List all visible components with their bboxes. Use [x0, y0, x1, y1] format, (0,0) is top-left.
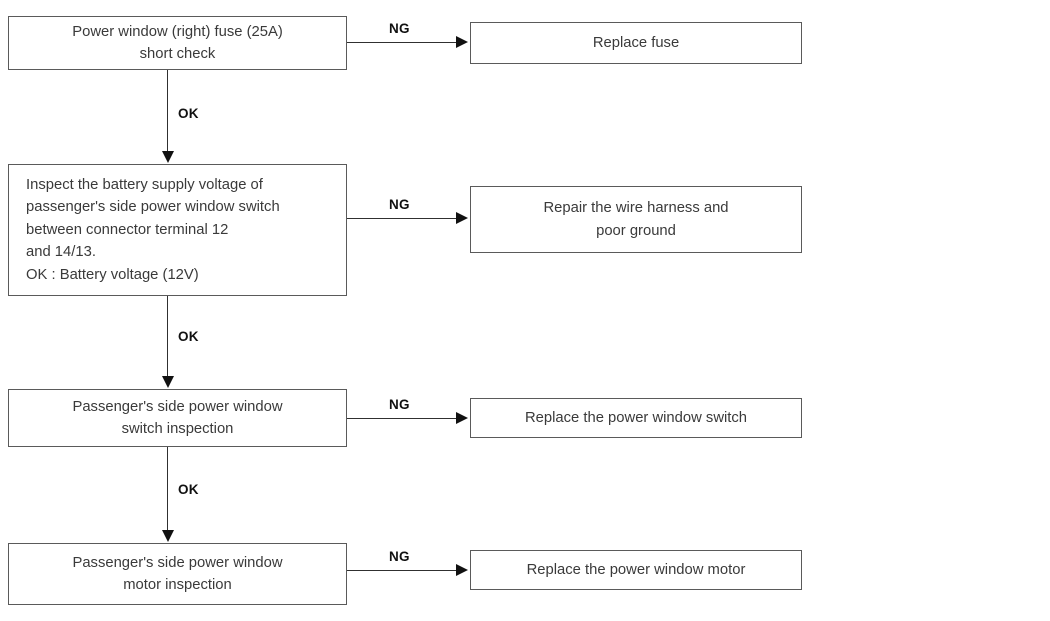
process-box-step-3-text: Passenger's side power window switch ins… [72, 398, 283, 437]
process-box-step-1[interactable]: Power window (right) fuse (25A) short ch… [8, 16, 347, 70]
result-box-step-4-text: Replace the power window motor [526, 561, 746, 578]
process-box-step-4[interactable]: Passenger's side power window motor insp… [8, 543, 347, 605]
connector-label-ng-2: NG [389, 197, 410, 212]
connector-arrow-ok-3 [162, 530, 174, 542]
connector-line-ng-1 [347, 42, 458, 44]
result-box-step-1-text: Replace fuse [592, 34, 680, 51]
connector-line-ng-2 [347, 218, 458, 220]
connector-line-ok-1 [167, 70, 169, 152]
result-box-step-3-text: Replace the power window switch [524, 409, 748, 426]
result-box-step-1[interactable]: Replace fuse [470, 22, 802, 64]
result-box-step-2[interactable]: Repair the wire harness and poor ground [470, 186, 802, 253]
result-box-step-2-text: Repair the wire harness and poor ground [543, 200, 729, 239]
connector-line-ng-4 [347, 570, 458, 572]
connector-line-ok-2 [167, 296, 169, 377]
connector-label-ng-1: NG [389, 21, 410, 36]
result-box-step-4[interactable]: Replace the power window motor [470, 550, 802, 590]
connector-label-ng-4: NG [389, 549, 410, 564]
connector-label-ng-3: NG [389, 397, 410, 412]
connector-arrow-ok-1 [162, 151, 174, 163]
connector-label-ok-3: OK [178, 482, 199, 497]
process-box-step-2[interactable]: Inspect the battery supply voltage of pa… [8, 164, 347, 296]
process-box-step-4-text: Passenger's side power window motor insp… [72, 554, 283, 593]
connector-arrow-ng-3 [456, 412, 468, 424]
connector-line-ng-3 [347, 418, 458, 420]
connector-arrow-ng-2 [456, 212, 468, 224]
connector-arrow-ng-4 [456, 564, 468, 576]
connector-label-ok-2: OK [178, 329, 199, 344]
result-box-step-3[interactable]: Replace the power window switch [470, 398, 802, 438]
connector-line-ok-3 [167, 447, 169, 531]
connector-label-ok-1: OK [178, 106, 199, 121]
process-box-step-3[interactable]: Passenger's side power window switch ins… [8, 389, 347, 447]
connector-arrow-ok-2 [162, 376, 174, 388]
process-box-step-1-text: Power window (right) fuse (25A) short ch… [72, 23, 283, 62]
process-box-step-2-text: Inspect the battery supply voltage of pa… [26, 176, 280, 283]
connector-arrow-ng-1 [456, 36, 468, 48]
